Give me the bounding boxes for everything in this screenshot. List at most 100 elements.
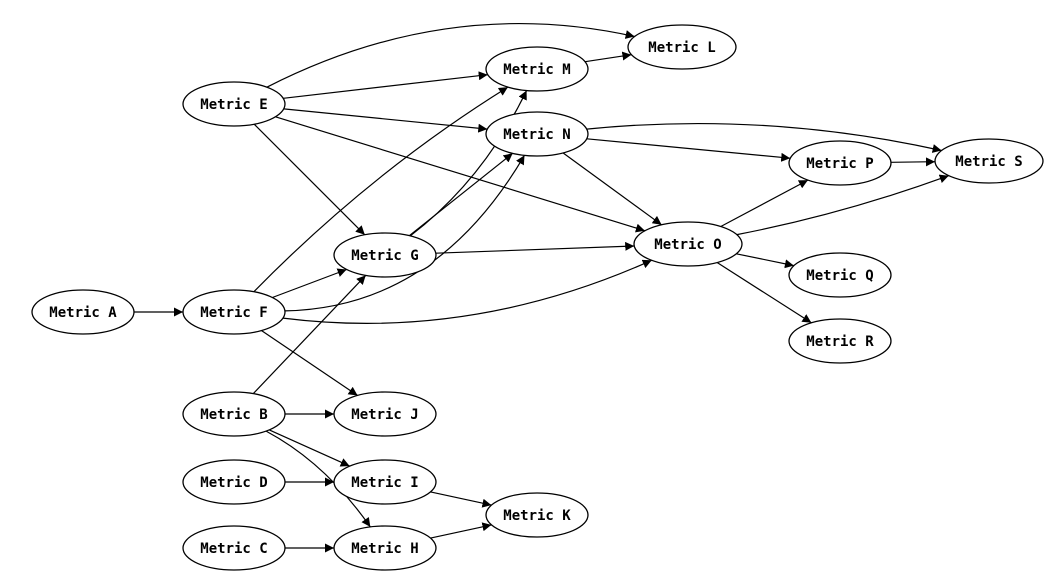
- edge-e-to-m: [283, 71, 488, 99]
- edge-n-to-p: [586, 138, 791, 162]
- node-label: Metric F: [200, 305, 267, 321]
- node-metric-r[interactable]: Metric R: [788, 318, 892, 364]
- edge-line: [261, 330, 358, 396]
- edge-line: [736, 174, 949, 236]
- edge-line: [269, 429, 350, 467]
- node-metric-c[interactable]: Metric C: [182, 525, 286, 571]
- node-ellipse: [934, 138, 1044, 184]
- node-ellipse: [182, 289, 286, 335]
- node-ellipse: [633, 221, 743, 267]
- edge-e-to-o: [275, 116, 646, 233]
- edge-p-to-s: [890, 157, 936, 167]
- node-metric-s[interactable]: Metric S: [934, 138, 1044, 184]
- node-label: Metric C: [200, 541, 267, 557]
- node-ellipse: [788, 140, 892, 186]
- node-ellipse: [182, 459, 286, 505]
- node-label: Metric R: [806, 334, 874, 350]
- edge-h-to-k: [430, 522, 492, 539]
- node-metric-b[interactable]: Metric B: [182, 391, 286, 437]
- node-label: Metric J: [351, 407, 418, 423]
- node-label: Metric S: [955, 154, 1022, 170]
- node-label: Metric M: [503, 62, 570, 78]
- edge-o-to-p: [720, 179, 809, 228]
- edge-g-to-n: [408, 152, 514, 237]
- edge-b-to-g: [252, 274, 367, 395]
- node-metric-l[interactable]: Metric L: [627, 24, 737, 70]
- node-metric-d[interactable]: Metric D: [182, 459, 286, 505]
- edge-m-to-l: [585, 51, 632, 63]
- node-metric-e[interactable]: Metric E: [182, 81, 286, 127]
- edge-o-to-s: [736, 174, 949, 236]
- edge-b-to-i: [269, 429, 350, 467]
- node-metric-i[interactable]: Metric I: [333, 459, 437, 505]
- edge-b-to-h: [265, 430, 371, 528]
- edge-line: [408, 152, 514, 237]
- node-metric-j[interactable]: Metric J: [333, 391, 437, 437]
- node-metric-a[interactable]: Metric A: [31, 289, 135, 335]
- edge-line: [272, 268, 347, 299]
- edge-o-to-q: [736, 253, 795, 269]
- node-metric-o[interactable]: Metric O: [633, 221, 743, 267]
- node-label: Metric L: [648, 40, 715, 56]
- edge-line: [283, 71, 488, 99]
- node-label: Metric Q: [806, 268, 873, 284]
- node-label: Metric G: [351, 248, 418, 264]
- edge-e-to-l: [266, 22, 635, 88]
- edge-line: [562, 152, 662, 226]
- edge-line: [252, 274, 367, 395]
- node-label: Metric E: [200, 97, 267, 113]
- edge-e-to-g: [253, 123, 366, 236]
- edges-layer: [134, 22, 949, 553]
- edge-e-to-n: [283, 108, 488, 133]
- node-ellipse: [333, 232, 437, 278]
- edge-f-to-g: [272, 268, 347, 299]
- edge-line: [430, 491, 492, 508]
- edge-i-to-k: [430, 491, 492, 508]
- node-metric-p[interactable]: Metric P: [788, 140, 892, 186]
- edge-n-to-o: [562, 152, 662, 226]
- node-metric-k[interactable]: Metric K: [485, 492, 589, 538]
- edge-line: [275, 116, 646, 233]
- node-label: Metric I: [351, 475, 418, 491]
- node-label: Metric B: [200, 407, 267, 423]
- edge-line: [265, 430, 371, 528]
- edge-f-to-n: [284, 154, 526, 312]
- node-label: Metric D: [200, 475, 267, 491]
- node-ellipse: [485, 46, 589, 92]
- node-metric-g[interactable]: Metric G: [333, 232, 437, 278]
- edge-f-to-m: [253, 86, 509, 293]
- node-ellipse: [182, 525, 286, 571]
- node-ellipse: [333, 459, 437, 505]
- edge-f-to-j: [261, 330, 358, 396]
- node-metric-q[interactable]: Metric Q: [788, 252, 892, 298]
- edge-line: [430, 522, 492, 539]
- node-ellipse: [182, 391, 286, 437]
- node-ellipse: [333, 391, 437, 437]
- node-metric-m[interactable]: Metric M: [485, 46, 589, 92]
- node-metric-f[interactable]: Metric F: [182, 289, 286, 335]
- node-label: Metric H: [351, 541, 418, 557]
- edge-n-to-s: [586, 122, 942, 153]
- nodes-layer: Metric A Metric B Metric C Metric D Metric E…: [31, 24, 1044, 571]
- node-label: Metric A: [49, 305, 117, 321]
- edge-line: [253, 123, 366, 236]
- node-label: Metric K: [503, 508, 571, 524]
- node-metric-h[interactable]: Metric H: [333, 525, 437, 571]
- edge-line: [283, 108, 488, 133]
- edge-line: [586, 122, 942, 153]
- edge-line: [585, 51, 632, 63]
- node-ellipse: [485, 492, 589, 538]
- node-ellipse: [788, 318, 892, 364]
- edge-line: [282, 259, 652, 324]
- edge-f-to-o: [282, 259, 652, 324]
- node-metric-n[interactable]: Metric N: [485, 111, 589, 157]
- edge-line: [890, 157, 936, 167]
- node-ellipse: [627, 24, 737, 70]
- edge-line: [720, 179, 809, 228]
- edge-line: [266, 22, 635, 88]
- node-ellipse: [182, 81, 286, 127]
- node-ellipse: [485, 111, 589, 157]
- edge-line: [716, 261, 812, 324]
- node-label: Metric N: [503, 127, 570, 143]
- edge-line: [435, 241, 635, 254]
